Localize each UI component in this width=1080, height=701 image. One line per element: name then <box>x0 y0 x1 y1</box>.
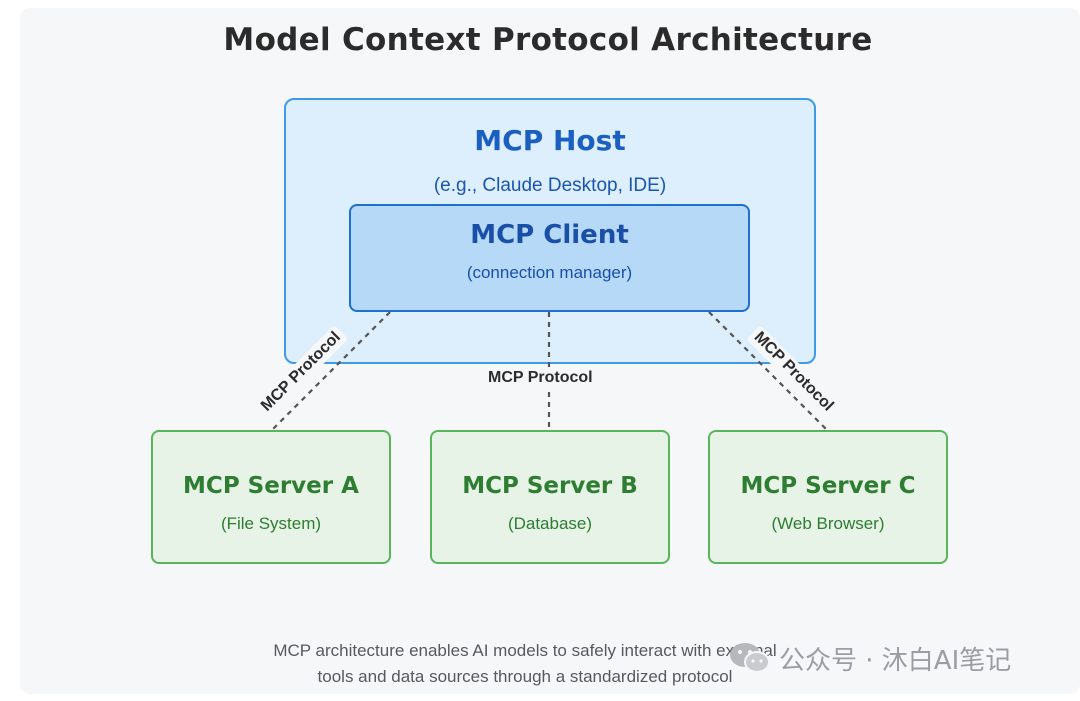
caption-line-2: tools and data sources through a standar… <box>317 667 733 686</box>
mcp-host-subtitle: (e.g., Claude Desktop, IDE) <box>433 175 667 196</box>
mcp-server-b-box <box>430 430 670 564</box>
mcp-server-c-box <box>708 430 948 564</box>
connector-line-a <box>271 311 391 431</box>
diagram-title: Model Context Protocol Architecture <box>223 22 873 58</box>
mcp-host-title: MCP Host <box>474 124 626 157</box>
caption-line-1: MCP architecture enables AI models to sa… <box>273 641 777 660</box>
mcp-server-a-box <box>151 430 391 564</box>
mcp-server-a-title: MCP Server A <box>183 473 359 499</box>
mcp-server-c-title: MCP Server C <box>740 473 916 499</box>
mcp-client-title: MCP Client <box>470 220 629 250</box>
mcp-server-c-subtitle: (Web Browser) <box>771 514 885 533</box>
watermark-text: 公众号 · 沐白AI笔记 <box>779 645 1012 676</box>
watermark: 公众号 · 沐白AI笔记 <box>727 640 1011 676</box>
protocol-label-b: MCP Protocol <box>484 368 597 388</box>
mcp-client-box <box>349 204 750 312</box>
wechat-icon <box>730 643 770 673</box>
mcp-server-b-subtitle: (Database) <box>507 514 593 533</box>
mcp-client-subtitle: (connection manager) <box>466 263 633 282</box>
mcp-server-b-title: MCP Server B <box>462 473 638 499</box>
connector-line-c <box>708 311 828 431</box>
mcp-server-a-subtitle: (File System) <box>220 514 322 533</box>
